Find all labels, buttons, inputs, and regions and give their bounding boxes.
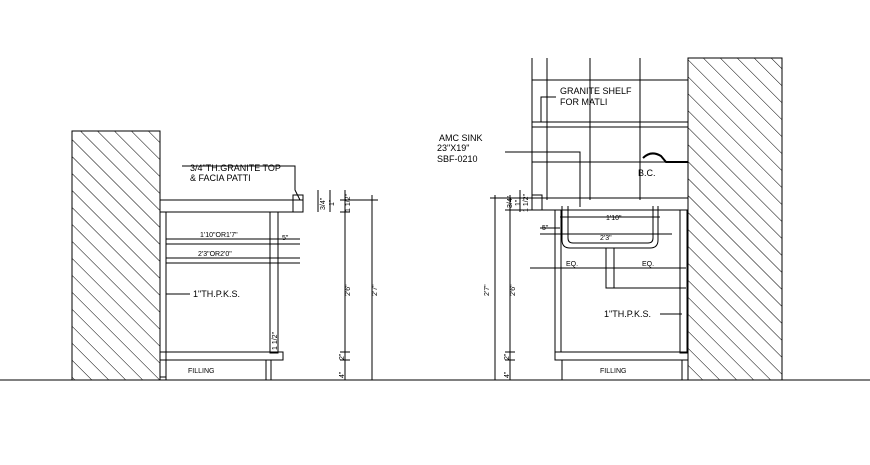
right-sink-label-1: AMC SINK: [439, 133, 483, 143]
right-shelf-leader: [540, 96, 556, 122]
left-granite-leader: [182, 165, 301, 201]
left-dim-text-6: 4": [339, 371, 346, 378]
left-section-view: 3/4"TH.GRANITE TOP & FACIA PATTI 1'10"OR…: [71, 130, 379, 381]
right-countertop: [531, 197, 689, 211]
right-pks-label: 1"TH.P.K.S.: [604, 309, 651, 319]
left-facia-patti: [292, 194, 304, 213]
right-sink-dim-2: 2'3": [600, 235, 612, 242]
right-sink-leader: [505, 151, 581, 207]
right-bc-label: B.C.: [638, 168, 656, 178]
right-sink-dim-1: 1'10": [606, 215, 622, 222]
right-sink-label-2: 23"X19": [437, 143, 469, 153]
right-filling-label: FILLING: [600, 368, 626, 375]
left-granite-label-2: & FACIA PATTI: [190, 173, 251, 183]
left-dim-text-5: 2": [339, 353, 346, 360]
left-dim-text-4: 2'6": [345, 284, 352, 296]
left-dim-text-1: 3/4": [320, 197, 327, 210]
left-shelf-dim-1: 1'10"OR1'7": [200, 232, 238, 239]
right-filling-base: [561, 359, 683, 381]
right-carcass-left: [554, 209, 562, 353]
left-wall: [71, 130, 161, 381]
left-filling-base: [165, 359, 272, 381]
right-eq-label-1: EQ.: [566, 261, 578, 268]
right-dim-text-7: 4": [504, 371, 511, 378]
left-dim-text-2: 1": [329, 199, 336, 206]
right-shelf-label-2: FOR MATLI: [560, 97, 607, 107]
right-facia-patti: [531, 194, 543, 211]
right-sink-label-3: SBF-0210: [437, 154, 478, 164]
right-dim-text-1: 3/4": [507, 195, 514, 208]
right-dim-text-2: 1": [515, 199, 522, 206]
right-dim-text-3: 1 1/2": [523, 193, 530, 212]
right-wall: [687, 57, 783, 381]
right-dim-text-6: 2": [504, 353, 511, 360]
right-dim-text-4: 2'7": [484, 284, 491, 296]
left-dim-text-7: 2'7": [372, 284, 379, 296]
left-side-dim: 5": [282, 235, 289, 242]
left-pks-side: [269, 211, 279, 354]
right-dim-text-5: 2'6": [510, 284, 517, 296]
right-pks-side: [679, 209, 688, 354]
left-filling-label: FILLING: [188, 368, 214, 375]
left-granite-label-1: 3/4"TH.GRANITE TOP: [190, 163, 281, 173]
left-bottom-slab: [159, 351, 284, 361]
left-dim-text-8: 1 1/2": [272, 331, 279, 350]
right-section-view: GRANITE SHELF FOR MATLI AMC SINK 23"X19"…: [437, 57, 783, 381]
left-shelf-dim-2: 2'3"OR2'0": [198, 251, 232, 258]
sink-bowl-inner: [567, 206, 654, 244]
left-pks-label: 1"TH.P.K.S.: [193, 289, 240, 299]
right-bottom-slab: [554, 351, 689, 361]
bib-cock-icon: [642, 152, 688, 163]
right-eq-label-2: EQ.: [642, 261, 654, 268]
left-dim-text-3: 1 1/2": [345, 193, 352, 212]
left-granite-top: [159, 199, 304, 213]
right-shelf-label-1: GRANITE SHELF: [560, 86, 632, 96]
